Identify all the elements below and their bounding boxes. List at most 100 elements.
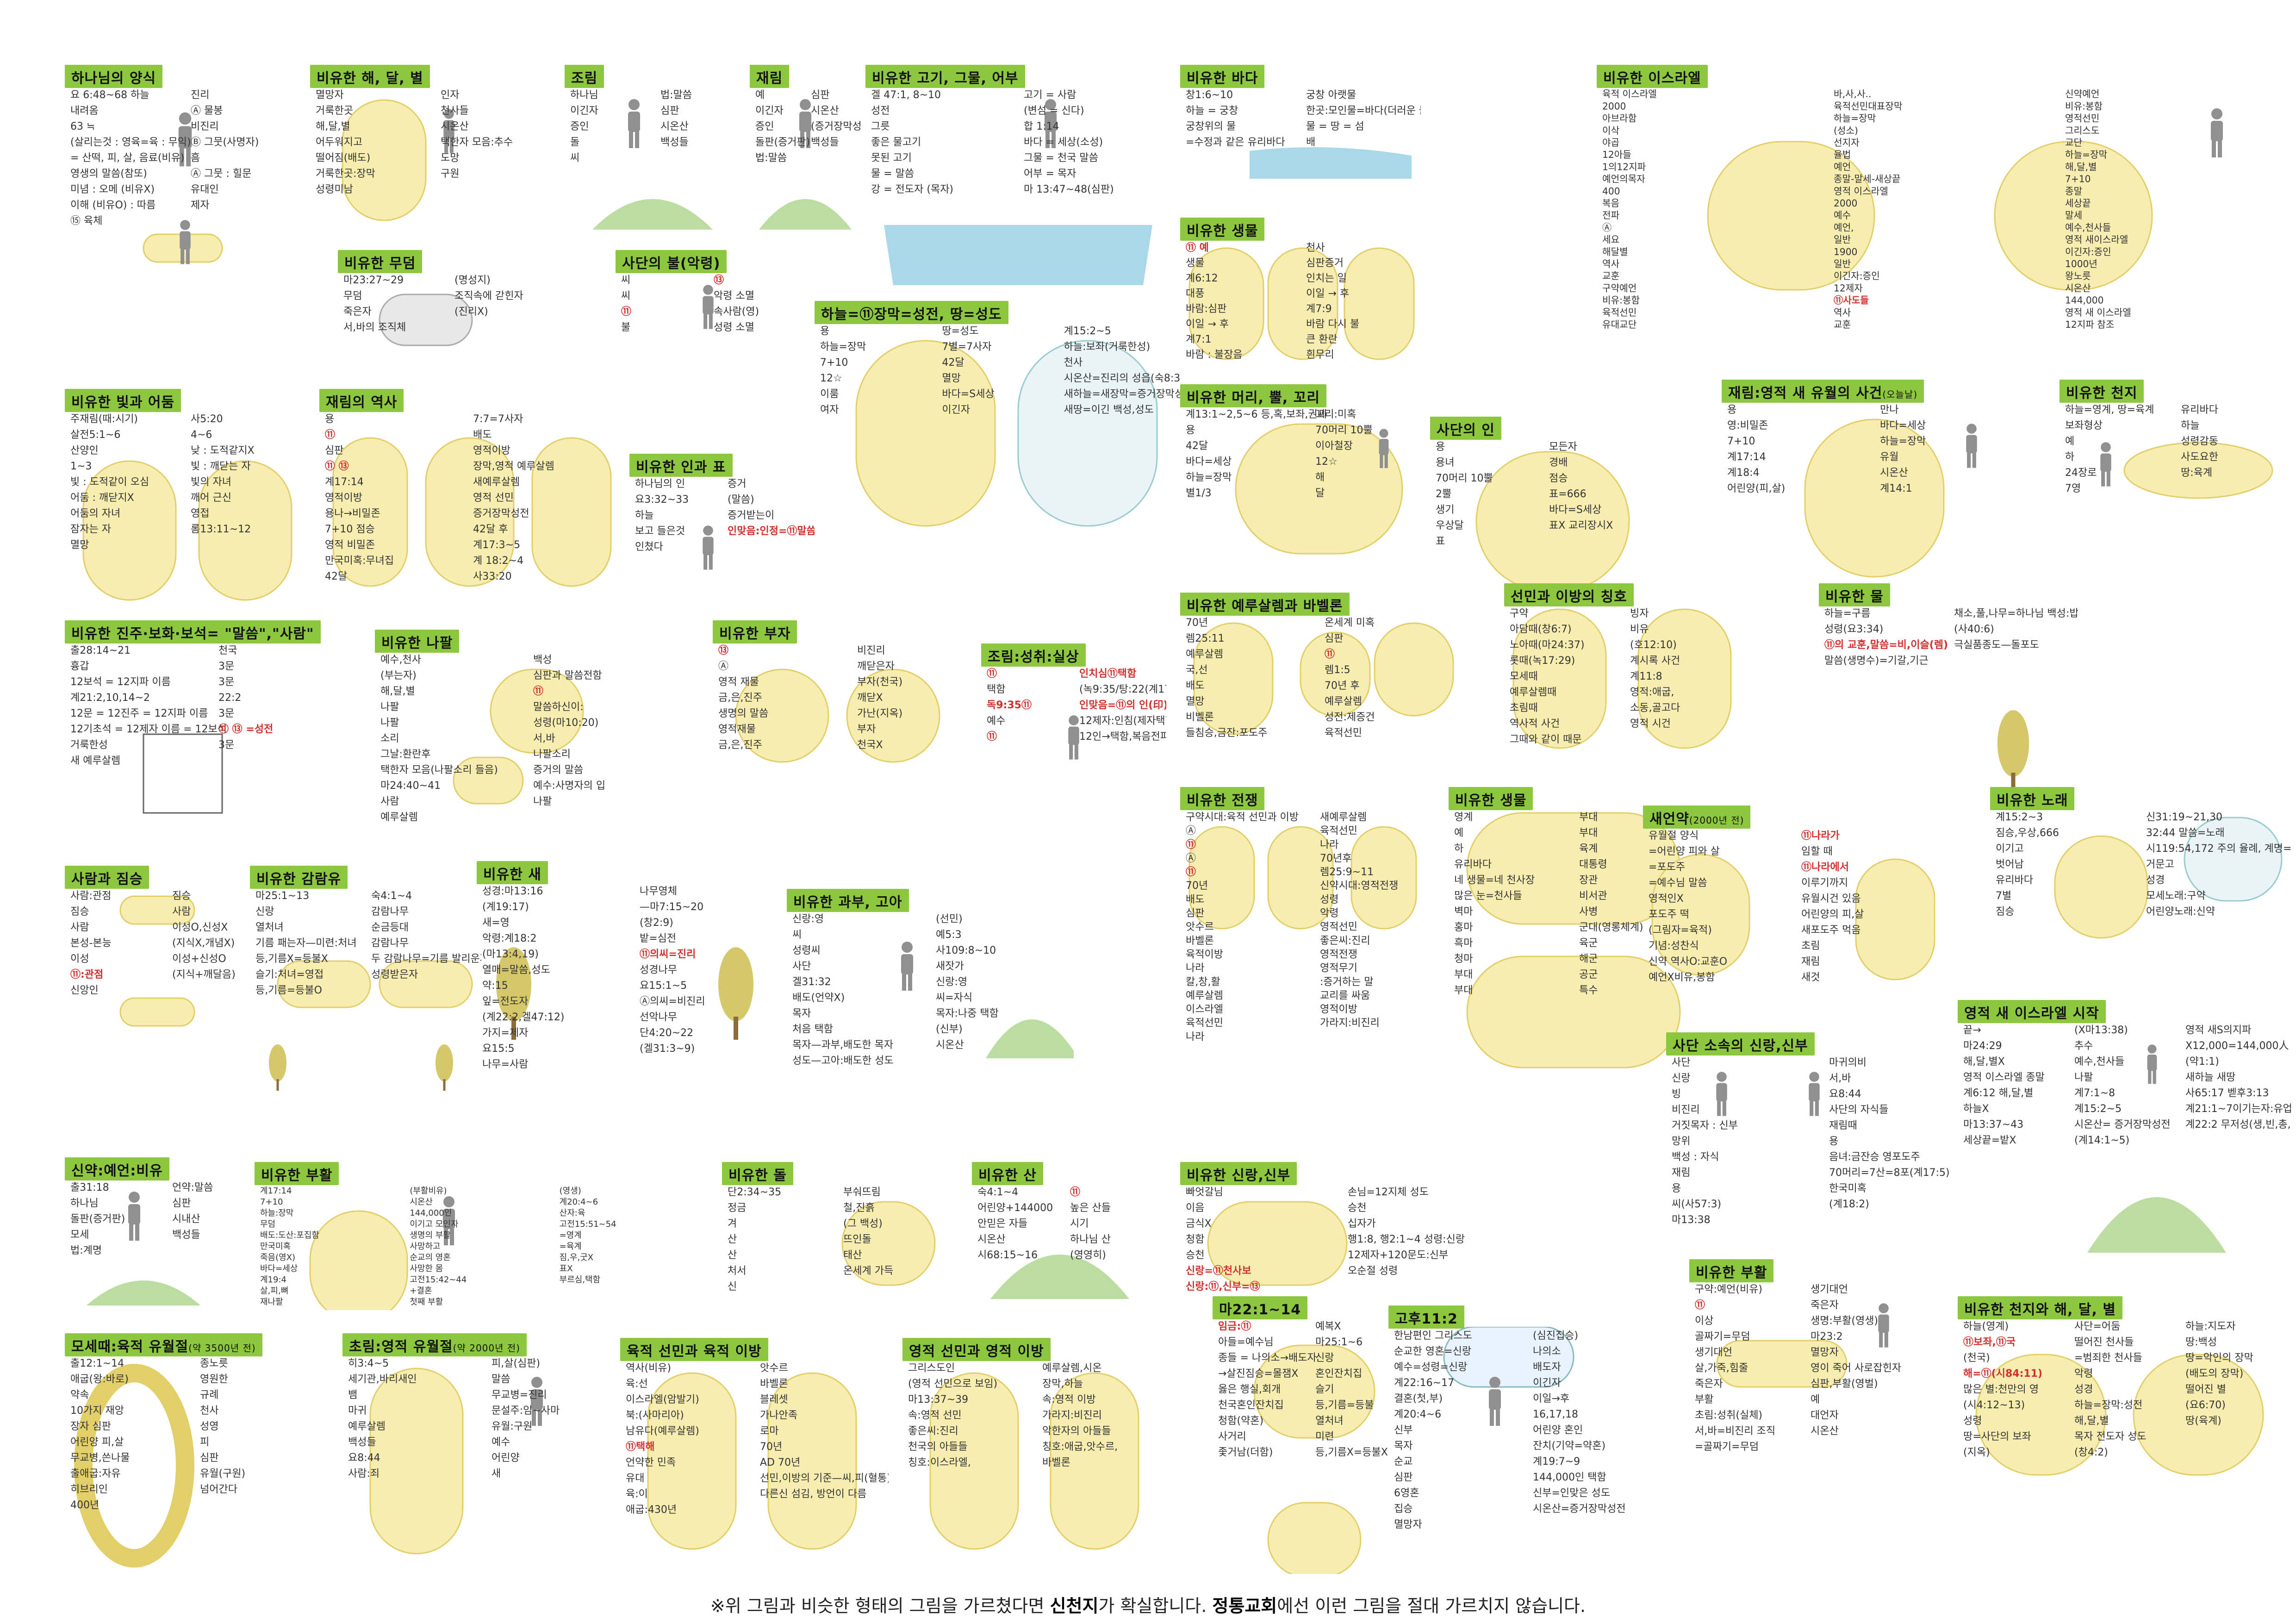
diagram-label: 배도 xyxy=(1186,680,1204,692)
panel-title: 비유한 전쟁 xyxy=(1180,787,1265,810)
diagram-label: 전파 xyxy=(1602,210,1620,221)
diagram-label: 아브라함 xyxy=(1602,113,1636,124)
concept-blob xyxy=(309,1210,408,1310)
diagram-label: (지옥) xyxy=(1963,1447,1990,1458)
diagram-label: 불 xyxy=(621,322,630,333)
diagram-label: 영적선민 xyxy=(1320,921,1357,933)
diagram-label: 단2:34~35 xyxy=(728,1187,781,1198)
diagram-label: 1000년 xyxy=(2065,258,2097,269)
diagram-label: 구약:예언(비유) xyxy=(1695,1284,1762,1295)
concept-blob xyxy=(119,895,195,925)
panel-title: 비유한 산 xyxy=(972,1162,1043,1185)
diagram-label: 인치는 일 xyxy=(1306,273,1347,284)
diagram-label: ⑪ ⑬ =성전 xyxy=(218,723,273,735)
diagram-label: 세상끝=밭X xyxy=(1963,1135,2016,1146)
diagram-label: 미련 xyxy=(1315,1431,1334,1443)
diagram-label: 성령(마10:20) xyxy=(533,717,598,729)
diagram-label: 심판과 말씀전함 xyxy=(533,670,602,681)
panel-subtitle: (2000년 전) xyxy=(1689,815,1744,826)
diagram-label: 부대 xyxy=(1579,827,1598,839)
diagram-label: 블레셋 xyxy=(760,1394,788,1405)
diagram-label: 율법 xyxy=(1834,149,1851,160)
diagram-label: 42달 xyxy=(942,357,964,369)
diagram-label: 짐승 xyxy=(1996,906,2014,918)
diagram-label: 거문고 xyxy=(2146,859,2174,870)
diagram-label: 열매=말씀,성도 xyxy=(482,964,550,976)
diagram-label: 말씀하신이: xyxy=(533,701,584,713)
diagram-label: (사40:6) xyxy=(1954,624,1994,635)
diagram-label: 시온산 xyxy=(977,1234,1006,1245)
diagram-label: 마13:37~43 xyxy=(1963,1119,2023,1131)
diagram-label: 마13:38 xyxy=(1672,1214,1711,1226)
diagram-label: 목자—과부,배도한 목자 xyxy=(792,1039,893,1051)
diagram-label: 예수,천사들 xyxy=(2074,1056,2124,1068)
diagram-label: 구약시대:육적 선민과 이방 xyxy=(1186,812,1299,823)
diagram-label: 만나 xyxy=(1880,404,1898,416)
diagram-label: 백성들 xyxy=(811,137,839,148)
panel-title: 비유한 이스라엘 xyxy=(1597,65,1708,88)
person-figure xyxy=(443,109,454,153)
diagram-label: (X마13:38) xyxy=(2074,1024,2128,1036)
diagram-label: 등,기름X=등불X xyxy=(255,953,328,965)
diagram-label: 꼬리:미혹 xyxy=(1315,409,1356,420)
diagram-label: 사단=어둠 xyxy=(2074,1321,2120,1332)
diagram-label: (부활비유) xyxy=(410,1186,447,1196)
panel-title-text: 비유한 물 xyxy=(1825,589,1884,605)
diagram-label: 사5:20 xyxy=(191,413,223,425)
diagram-label: 깨닫은자 xyxy=(857,661,895,672)
diagram-label: 물 = 땅 = 섬 xyxy=(1306,121,1364,132)
diagram-label: 육적선민 xyxy=(1320,825,1357,837)
panel-title: 비유한 과부, 고아 xyxy=(787,889,909,912)
diagram-label: 해군 xyxy=(1579,953,1598,965)
diagram-label: =수정과 같은 유리바다 xyxy=(1186,137,1285,148)
diagram-label: 하늘=장막 xyxy=(820,341,866,353)
diagram-label: 점승 xyxy=(1549,473,1568,484)
diagram-label: 유월절 양식 xyxy=(1649,830,1699,842)
diagram-label: 시기 xyxy=(1070,1218,1089,1230)
diagram-label: 멸망자 xyxy=(1394,1519,1422,1530)
person-figure xyxy=(2100,442,2111,487)
diagram-label: (계18:2) xyxy=(1829,1199,1869,1210)
concept-blob xyxy=(1804,418,1945,578)
diagram-label: 천사 xyxy=(1064,357,1083,369)
concept-blob xyxy=(453,756,524,805)
diagram-label: 유대교단 xyxy=(1602,319,1636,330)
diagram-label: 가라지:비진리 xyxy=(1042,1410,1102,1421)
concept-blob xyxy=(1637,608,1732,749)
diagram-label: 용 xyxy=(325,413,334,425)
diagram-label: 심판 xyxy=(172,1198,191,1209)
panel-diagram: 히3:4~5세기관,바리새인뱀마귀예루살렘백성들요8:44사람:죄피,살(심판)… xyxy=(348,1358,560,1555)
diagram-label: (그림자=육적) xyxy=(1649,924,1712,936)
diagram-label: 생명의 말씀 xyxy=(718,708,768,719)
panel-title-text: 하늘=⑪장막=성전, 땅=성도 xyxy=(821,306,1002,323)
tree-icon xyxy=(496,947,531,1040)
diagram-label: 남유다(예루살렘) xyxy=(626,1425,699,1437)
diagram-label: 돌판(증거판) xyxy=(755,137,810,148)
diagram-label: 처음 택함 xyxy=(792,1024,833,1035)
diagram-label: 예루살렘 xyxy=(1325,696,1362,707)
diagram-label: 1~3 xyxy=(70,461,92,472)
panel-title-text: 선민과 이방의 칭호 xyxy=(1511,589,1627,605)
diagram-label: 구약 xyxy=(1510,608,1528,619)
diagram-label: 옳은 행실,회개 xyxy=(1218,1384,1281,1395)
diagram-label: 어둠의 자녀 xyxy=(70,508,120,519)
diagram-label: 감람나무 xyxy=(371,937,409,949)
panel-title: 비유한 예루살렘과 바벨론 xyxy=(1180,593,1350,616)
diagram-label: 유대 xyxy=(626,1473,644,1484)
diagram-label: 그리스도인 xyxy=(908,1362,955,1374)
diagram-label: 용 xyxy=(1436,441,1445,453)
diagram-label: (계14:1~5) xyxy=(2074,1135,2129,1146)
diagram-label: 종말-말세-새상끝 xyxy=(1834,174,1901,185)
diagram-label: (천국) xyxy=(1963,1352,1990,1364)
diagram-label: 마13:37~39 xyxy=(908,1394,968,1405)
panel-title-text: 비유한 부활 xyxy=(261,1168,333,1184)
diagram-label: 영적전쟁 xyxy=(1320,949,1357,960)
